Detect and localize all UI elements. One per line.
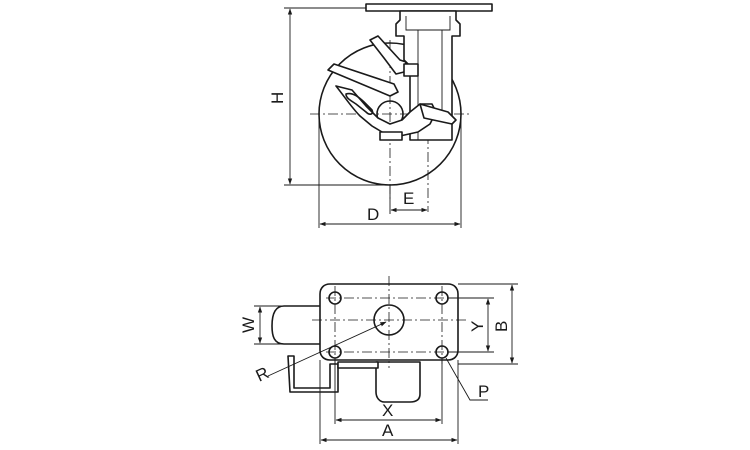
side-view: H E D <box>268 3 493 228</box>
label-a: A <box>382 421 394 440</box>
label-e: E <box>403 189 414 208</box>
label-d: D <box>367 205 379 224</box>
brake-pedal-left <box>287 355 339 393</box>
bottom-view: W R Y B P X A <box>239 276 518 444</box>
top-plate <box>365 3 493 12</box>
label-h: H <box>268 92 287 104</box>
p-leader-line <box>445 357 488 401</box>
label-r: R <box>253 363 272 385</box>
pedal-bar <box>337 361 379 369</box>
bracket-inner <box>405 16 451 31</box>
brake-arm <box>327 63 399 97</box>
brake-lever <box>369 35 407 75</box>
brake-shoe <box>419 103 457 125</box>
wheel-bottom-outline <box>271 305 323 345</box>
brake-slot <box>345 92 374 115</box>
pedal-tab <box>379 131 403 141</box>
brake-pedal-center <box>375 361 421 403</box>
swivel-bracket <box>395 10 461 141</box>
r-leader-line <box>267 321 387 377</box>
label-b: B <box>492 321 511 332</box>
label-x: X <box>382 401 393 420</box>
label-p: P <box>478 382 489 401</box>
label-w: W <box>239 317 258 333</box>
label-y: Y <box>468 321 487 332</box>
brake-clip <box>403 63 419 77</box>
